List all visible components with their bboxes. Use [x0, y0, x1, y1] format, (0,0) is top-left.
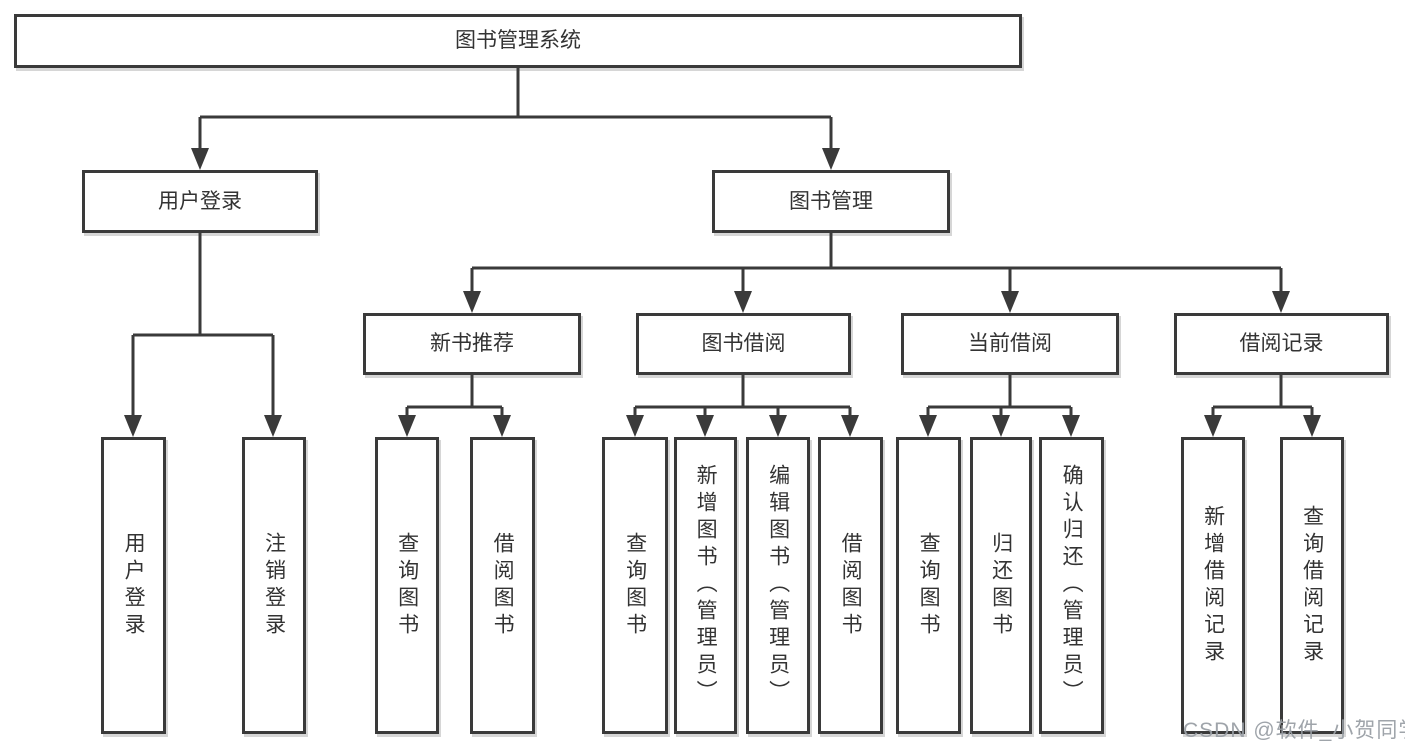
node-current-borrow: 当前借阅	[901, 313, 1119, 375]
node-root-system: 图书管理系统	[14, 14, 1022, 68]
leaf-return-books: 归还图书	[970, 437, 1032, 734]
leaf-user-login: 用户登录	[101, 437, 166, 734]
leaf-search-books-current: 查询图书	[896, 437, 961, 734]
leaf-search-borrow-record: 查询借阅记录	[1280, 437, 1344, 734]
leaf-add-borrow-record: 新增借阅记录	[1181, 437, 1245, 734]
node-user-login: 用户登录	[82, 170, 318, 233]
csdn-watermark: CSDN @软件_小贺同学	[1183, 719, 1405, 742]
node-borrow-records: 借阅记录	[1174, 313, 1389, 375]
leaf-search-books-borrow: 查询图书	[602, 437, 668, 734]
leaf-borrow-books: 借阅图书	[818, 437, 883, 734]
arrowheads	[124, 148, 1321, 437]
leaf-add-book-admin: 新增图书（管理员）	[674, 437, 737, 734]
leaf-logout: 注销登录	[242, 437, 306, 734]
node-book-borrow: 图书借阅	[636, 313, 851, 375]
leaf-confirm-return-admin: 确认归还（管理员）	[1039, 437, 1104, 734]
node-new-book-recommend: 新书推荐	[363, 313, 581, 375]
leaf-search-books-recommend: 查询图书	[375, 437, 439, 734]
node-book-management: 图书管理	[712, 170, 950, 233]
leaf-edit-book-admin: 编辑图书（管理员）	[746, 437, 810, 734]
leaf-borrow-books-recommend: 借阅图书	[470, 437, 535, 734]
